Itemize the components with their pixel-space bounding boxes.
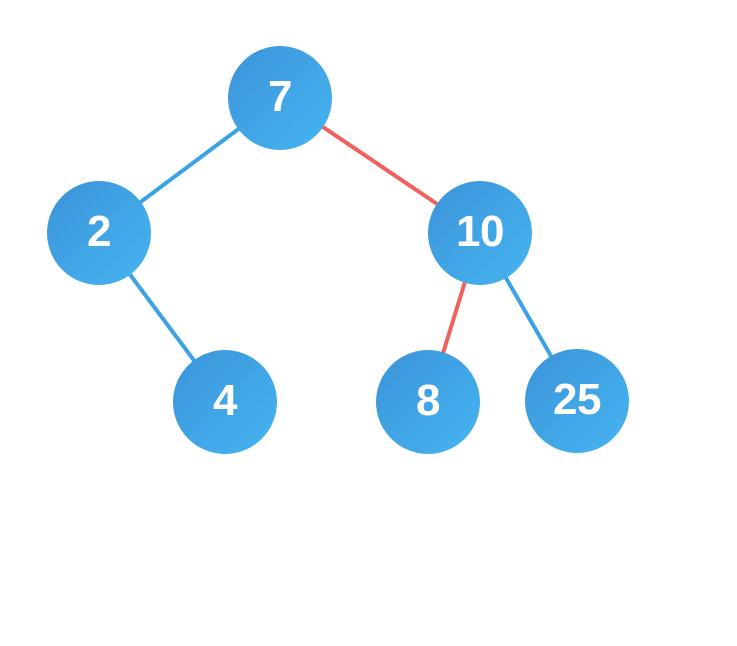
tree-node-10[interactable]: 10 [428, 181, 532, 285]
tree-node-circle-7[interactable] [228, 46, 332, 150]
tree-node-4[interactable]: 4 [173, 350, 277, 454]
tree-node-circle-2[interactable] [47, 181, 151, 285]
tree-edge-2-4 [127, 271, 197, 364]
tree-node-circle-10[interactable] [428, 181, 532, 285]
tree-node-label-10: 10 [456, 207, 504, 256]
tree-node-label-7: 7 [268, 72, 292, 121]
tree-node-circle-4[interactable] [173, 350, 277, 454]
tree-node-label-25: 25 [553, 375, 601, 424]
tree-node-label-4: 4 [213, 376, 237, 425]
tree-node-label-2: 2 [87, 207, 111, 256]
tree-edge-7-10 [320, 124, 440, 207]
tree-edge-10-8 [440, 280, 468, 355]
tree-node-label-8: 8 [416, 376, 440, 425]
tree-node-7[interactable]: 7 [228, 46, 332, 150]
tree-node-25[interactable]: 25 [525, 349, 629, 453]
tree-node-circle-25[interactable] [525, 349, 629, 453]
tree-edge-10-25 [503, 275, 554, 359]
tree-edge-7-2 [137, 126, 242, 205]
tree-node-2[interactable]: 2 [47, 181, 151, 285]
edges-group [127, 124, 554, 364]
tree-node-8[interactable]: 8 [376, 350, 480, 454]
tree-node-circle-8[interactable] [376, 350, 480, 454]
nodes-circles-group [47, 46, 629, 454]
